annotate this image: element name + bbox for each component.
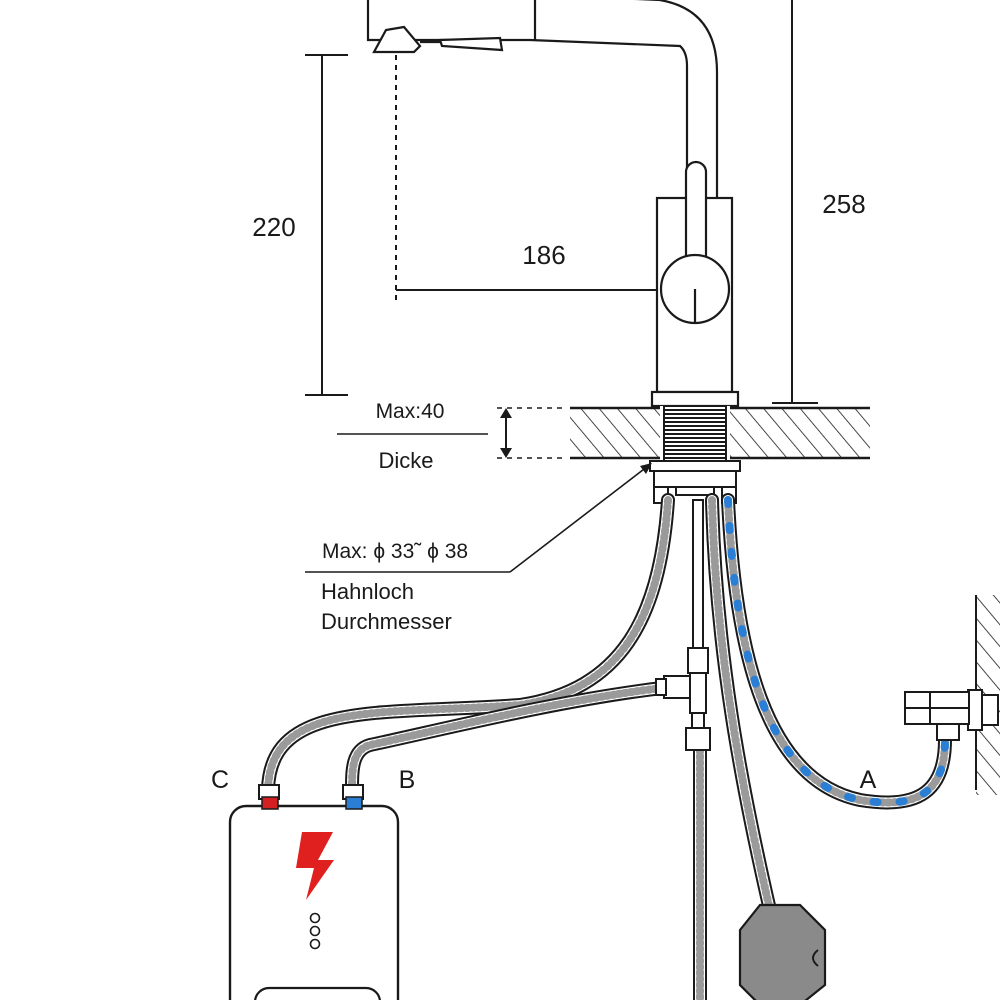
angle-valve [904,595,1000,795]
dimension-spout-height [305,54,348,396]
tap-hole-diameter-label: Max: ϕ 33˜ ϕ 38 [322,540,468,563]
max-thickness-label: Max:40 [376,400,445,423]
heater-window [254,986,381,1000]
faucet [366,0,740,408]
spray-head [372,25,422,54]
connection-label-a: A [860,766,877,794]
spout-height-label: 220 [252,212,295,242]
connection-label-c: C [211,766,229,794]
connection-label-b: B [399,766,416,794]
tap-hole-label-line2: Durchmesser [321,609,452,634]
indicator-dots [309,912,321,950]
supply-pipe [655,499,711,751]
dimension-countertop-thickness [337,407,565,459]
thickness-label: Dicke [378,448,433,473]
hose-a [721,493,952,810]
countertop [570,405,870,462]
dimension-total-height [772,0,818,404]
tap-hole-leader [305,463,652,573]
lightning-bolt-icon [296,832,334,900]
mounting-shank [663,405,727,462]
water-heater [228,784,400,1000]
hose-weight [738,903,827,1000]
connector-hot [261,796,279,810]
spout-reach-label: 186 [522,240,565,270]
pullout-hose [693,493,777,1000]
faucet-spout [366,0,719,202]
connector-cold [345,796,363,810]
faucet-base-flange [650,390,740,408]
dimension-spout-reach [395,55,695,300]
hose-b [345,681,669,797]
tap-hole-label-line1: Hahnloch [321,579,414,604]
total-height-label: 258 [822,189,865,219]
spray-hose-end [438,36,504,52]
